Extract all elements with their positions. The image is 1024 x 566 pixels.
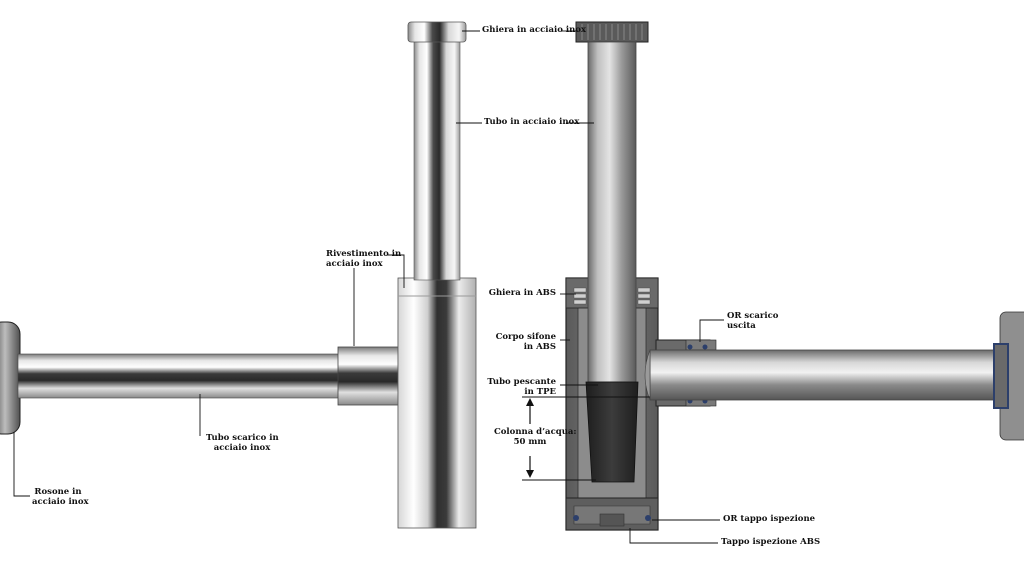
section-siphon <box>565 21 1024 531</box>
label-ghiera-abs: Ghiera in ABS <box>488 288 556 298</box>
label-rosone-line2: acciaio inox <box>32 496 89 507</box>
label-colonna-acqua-line2: 50 mm <box>513 436 547 447</box>
or-tappo-ring-left <box>573 515 579 521</box>
label-corpo-sifone-line1: Corpo sifone <box>495 332 556 342</box>
label-colonna-acqua: Colonna d’acqua: 50 mm <box>494 427 577 447</box>
label-rivestimento-line1: Rivestimento in <box>326 249 402 259</box>
label-or-scarico: OR scarico uscita <box>727 311 779 331</box>
label-colonna-acqua-line1: Colonna d’acqua: <box>494 427 577 437</box>
chrome-siphon <box>0 21 477 529</box>
tubo-inox-shape <box>413 39 461 281</box>
label-corpo-sifone: Corpo sifone in ABS <box>486 332 556 352</box>
label-or-scarico-line1: OR scarico <box>727 311 779 321</box>
leader-lines <box>13 30 724 544</box>
corpo-chrome-shape <box>397 277 477 529</box>
label-corpo-sifone-line2: in ABS <box>523 341 556 352</box>
label-tubo-pescante: Tubo pescante in TPE <box>486 377 556 397</box>
label-rosone: Rosone in acciaio inox <box>32 487 89 507</box>
tubo-scarico-shape <box>17 353 341 399</box>
tubo-pescante-shape <box>585 381 639 483</box>
label-tappo-abs: Tappo ispezione ABS <box>721 537 821 547</box>
tubo-inox-section-shape <box>587 41 637 383</box>
label-or-tappo: OR tappo ispezione <box>723 514 816 524</box>
label-rivestimento: Rivestimento in acciaio inox <box>326 249 402 269</box>
label-tubo-scarico-line2: acciaio inox <box>213 442 271 453</box>
label-rivestimento-line2: acciaio inox <box>326 258 383 269</box>
label-tubo-scarico-line1: Tubo scarico in <box>206 433 279 443</box>
label-tubo-pescante-line2: in TPE <box>524 386 556 397</box>
label-rosone-line1: Rosone in <box>34 487 82 497</box>
ghiera-inox-shape <box>407 21 467 43</box>
label-ghiera-inox: Ghiera in acciaio inox <box>482 25 586 35</box>
label-tubo-pescante-line1: Tubo pescante <box>487 377 556 387</box>
tubo-scarico-section-shape <box>649 349 1024 401</box>
label-tubo-inox: Tubo in acciaio inox <box>484 117 580 127</box>
water-column-arrow <box>526 398 534 478</box>
label-tubo-scarico: Tubo scarico in acciaio inox <box>206 433 279 453</box>
or-tappo-ring-right <box>645 515 651 521</box>
rosone-shape <box>0 321 21 435</box>
rivestimento-shape <box>337 346 403 406</box>
label-or-scarico-line2: uscita <box>727 320 756 331</box>
